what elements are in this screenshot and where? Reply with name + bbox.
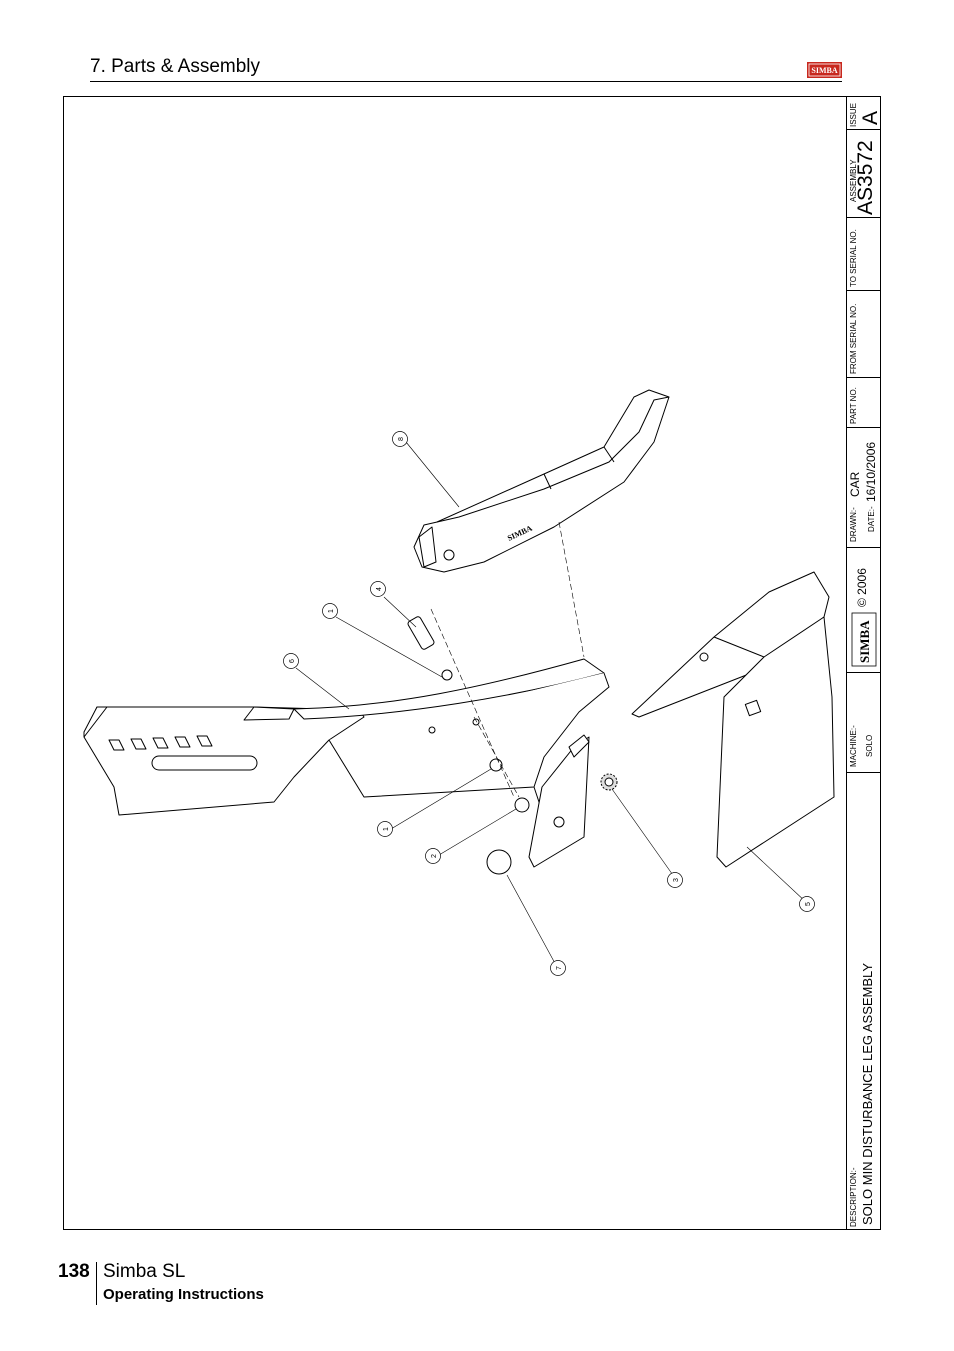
part-no-label: PART NO. [849, 387, 858, 424]
balloon-5: 5 [799, 896, 815, 912]
product-name: Simba SL [103, 1261, 186, 1282]
brand-logo: SIMBA [807, 62, 842, 78]
balloon-6: 6 [283, 653, 299, 669]
drawing-frame [63, 96, 881, 1230]
balloon-7: 7 [550, 960, 566, 976]
page-number: 138 [58, 1261, 90, 1282]
footer-divider [96, 1262, 97, 1305]
to-serial-label: TO SERIAL NO. [849, 229, 858, 287]
leg-body [83, 658, 610, 818]
header-divider [90, 81, 842, 82]
machine-value: SOLO [865, 734, 874, 757]
copyright: © 2006 [855, 568, 869, 607]
simba-title-logo: SIMBA [851, 612, 877, 667]
exploded-parts-drawing: SIMBA 8 4 1 6 1 2 7 3 5 [83, 389, 835, 976]
svg-text:SIMBA: SIMBA [857, 620, 872, 663]
date-value: 16/10/2006 [864, 441, 878, 502]
svg-text:3: 3 [673, 878, 680, 882]
date-label: DATE:- [867, 506, 876, 532]
svg-text:1: 1 [383, 827, 390, 831]
drawn-label: DRAWN:- [849, 507, 858, 542]
balloon-2: 2 [425, 848, 441, 864]
issue-label: ISSUE [849, 102, 858, 127]
drawn-value: CAR [848, 471, 862, 497]
fasteners [407, 616, 530, 875]
shear-bolt-holes [108, 735, 213, 751]
brand-logo-text: SIMBA [811, 66, 837, 75]
wing-plate-5 [631, 571, 835, 868]
svg-text:5: 5 [805, 902, 812, 906]
point-part-8 [413, 389, 670, 573]
description-label: DESCRIPTION:- [849, 1167, 858, 1227]
from-serial-label: FROM SERIAL NO. [849, 303, 858, 374]
leader-lines [295, 441, 808, 968]
svg-text:1: 1 [328, 609, 335, 613]
balloon-1-lower: 1 [377, 821, 393, 837]
balloon-1-upper: 1 [322, 603, 338, 619]
assembly-centre-lines [430, 521, 585, 798]
section-title: 7. Parts & Assembly [90, 56, 261, 77]
mounting-bracket [528, 734, 618, 868]
svg-text:6: 6 [289, 659, 296, 663]
issue-value: A [859, 110, 882, 125]
balloon-8: 8 [392, 431, 408, 447]
balloon-4: 4 [370, 581, 386, 597]
svg-text:4: 4 [376, 587, 383, 591]
document-type: Operating Instructions [103, 1286, 264, 1303]
title-block: ISSUE A ASSEMBLY AS3572 TO SERIAL NO. FR… [846, 97, 882, 1229]
svg-text:8: 8 [398, 437, 405, 441]
balloon-3: 3 [667, 872, 683, 888]
svg-text:7: 7 [556, 966, 563, 970]
description-value: SOLO MIN DISTURBANCE LEG ASSEMBLY [860, 963, 875, 1225]
assembly-number: AS3572 [854, 140, 877, 215]
machine-label: MACHINE:- [849, 725, 858, 767]
svg-text:2: 2 [431, 854, 438, 858]
